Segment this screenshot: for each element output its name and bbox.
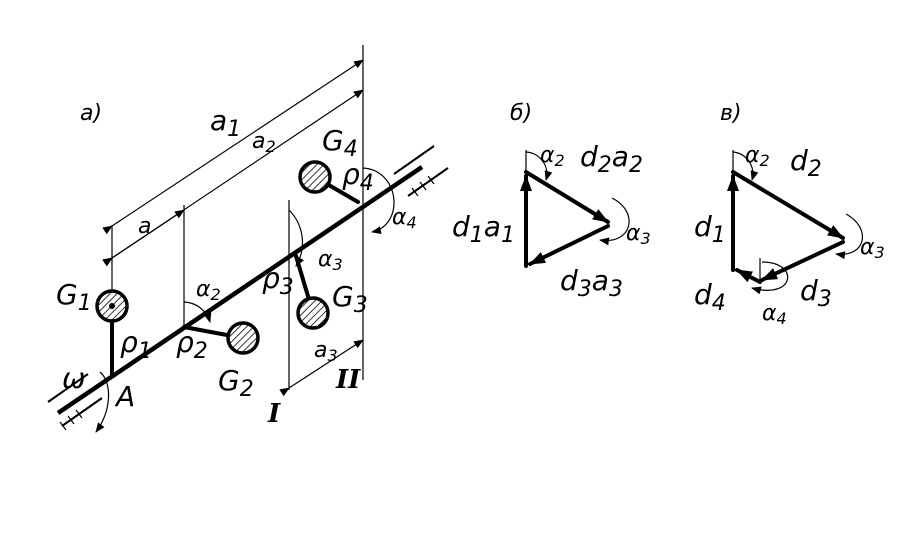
tri-b-alpha3: α3 — [626, 221, 651, 248]
plane-two-label: II — [335, 365, 361, 395]
panel-a-label: а) — [80, 101, 102, 126]
angle-4-label: α4 — [392, 205, 417, 232]
panel-v-label: в) — [720, 101, 742, 126]
tri-v-alpha3: α3 — [860, 235, 885, 262]
radius-3-label: ρ3 — [262, 262, 294, 300]
dim-a-label: a — [138, 214, 151, 239]
tri-v-alpha2: α2 — [745, 143, 770, 170]
radius-4-label: ρ4 — [342, 158, 374, 196]
panel-b: б) α2 α3 d1a1 d2a2 d3a3 — [452, 101, 651, 302]
tri-b-d3a3: d3a3 — [560, 264, 623, 302]
panel-a: а) ω A a1 — [47, 45, 449, 433]
tri-v-d3: d3 — [800, 274, 832, 312]
tri-v-alpha4: α4 — [762, 301, 787, 328]
vector-d3a3 — [528, 224, 610, 266]
tri-b-d2a2: d2a2 — [580, 140, 643, 178]
mass-g2-label: G2 — [218, 364, 254, 402]
vector-d2a2 — [524, 170, 610, 224]
angle-v-arc-2 — [732, 151, 759, 181]
panel-v: в) α2 α3 α4 d1 d2 d3 d4 — [694, 101, 885, 328]
angle-arc-4 — [362, 167, 395, 235]
dim-a2-label: a2 — [252, 129, 276, 156]
tri-v-d1: d1 — [694, 210, 726, 248]
tri-b-alpha2: α2 — [540, 143, 565, 170]
angle-v-arc-3 — [835, 213, 863, 260]
dim-a1-label: a1 — [210, 104, 241, 142]
dim-a3-line — [279, 339, 364, 397]
angle-b-arc-3 — [599, 197, 630, 246]
bearing-left — [47, 373, 103, 431]
plane-one-label: I — [267, 399, 281, 429]
bearing-right — [393, 145, 449, 197]
panel-b-label: б) — [510, 101, 532, 126]
mass-g2 — [226, 321, 260, 355]
dim-a-line — [102, 209, 185, 267]
angle-arc-3 — [288, 209, 305, 267]
point-a-label: A — [114, 380, 135, 413]
dim-a3-label: a3 — [314, 338, 338, 365]
vector-d4 — [735, 268, 762, 284]
vector-d2 — [731, 170, 845, 240]
mass-g1-label: G1 — [56, 278, 92, 316]
angle-arc-2 — [183, 301, 212, 323]
tri-v-d2: d2 — [790, 144, 822, 182]
mass-g4-label: G4 — [322, 124, 358, 162]
mass-g3 — [296, 296, 330, 330]
angle-3-label: α3 — [318, 247, 343, 274]
tri-b-d1a1: d1a1 — [452, 210, 515, 248]
radius-2-label: ρ2 — [176, 326, 208, 364]
radius-1-label: ρ1 — [120, 326, 152, 364]
rotation-arrow — [95, 371, 110, 433]
vector-d3 — [760, 240, 845, 282]
omega-label: ω — [62, 362, 85, 395]
mass-g4 — [298, 160, 332, 194]
mass-g3-label: G3 — [332, 280, 368, 318]
tri-v-d4: d4 — [694, 278, 726, 316]
angle-b-arc-2 — [525, 151, 553, 181]
angle-2-label: α2 — [196, 277, 221, 304]
angle-v-arc-4 — [751, 261, 789, 295]
